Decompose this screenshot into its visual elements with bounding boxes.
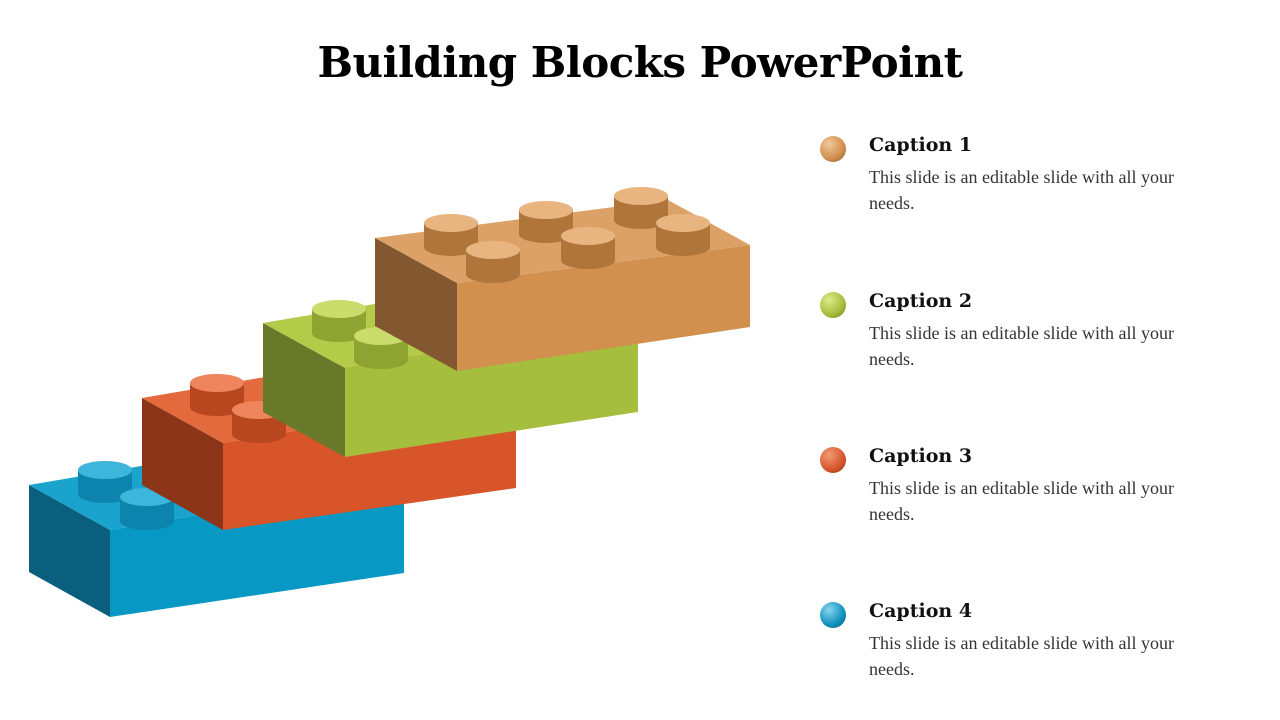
caption-title: Caption 1 (869, 134, 973, 156)
orange-stud (424, 214, 478, 256)
red-bullet-icon (820, 447, 846, 473)
blue-stud (78, 461, 132, 503)
green-bullet-icon (820, 292, 846, 318)
slide-title: Building Blocks PowerPoint (317, 38, 963, 87)
red-stud (190, 374, 244, 416)
caption-title: Caption 3 (869, 445, 973, 467)
caption-text: This slide is an editable slide with all… (869, 323, 1174, 369)
caption-title: Caption 4 (869, 600, 973, 622)
caption-text: This slide is an editable slide with all… (869, 167, 1174, 213)
orange-stud (656, 214, 710, 256)
caption-text: This slide is an editable slide with all… (869, 633, 1174, 679)
orange-stud (614, 187, 668, 229)
orange-block (375, 187, 750, 371)
orange-bullet-icon (820, 136, 846, 162)
orange-stud (519, 201, 573, 243)
caption-title: Caption 2 (869, 290, 973, 312)
orange-stud (466, 241, 520, 283)
blue-bullet-icon (820, 602, 846, 628)
orange-stud (561, 227, 615, 269)
caption-text: This slide is an editable slide with all… (869, 478, 1174, 524)
green-stud (312, 300, 366, 342)
